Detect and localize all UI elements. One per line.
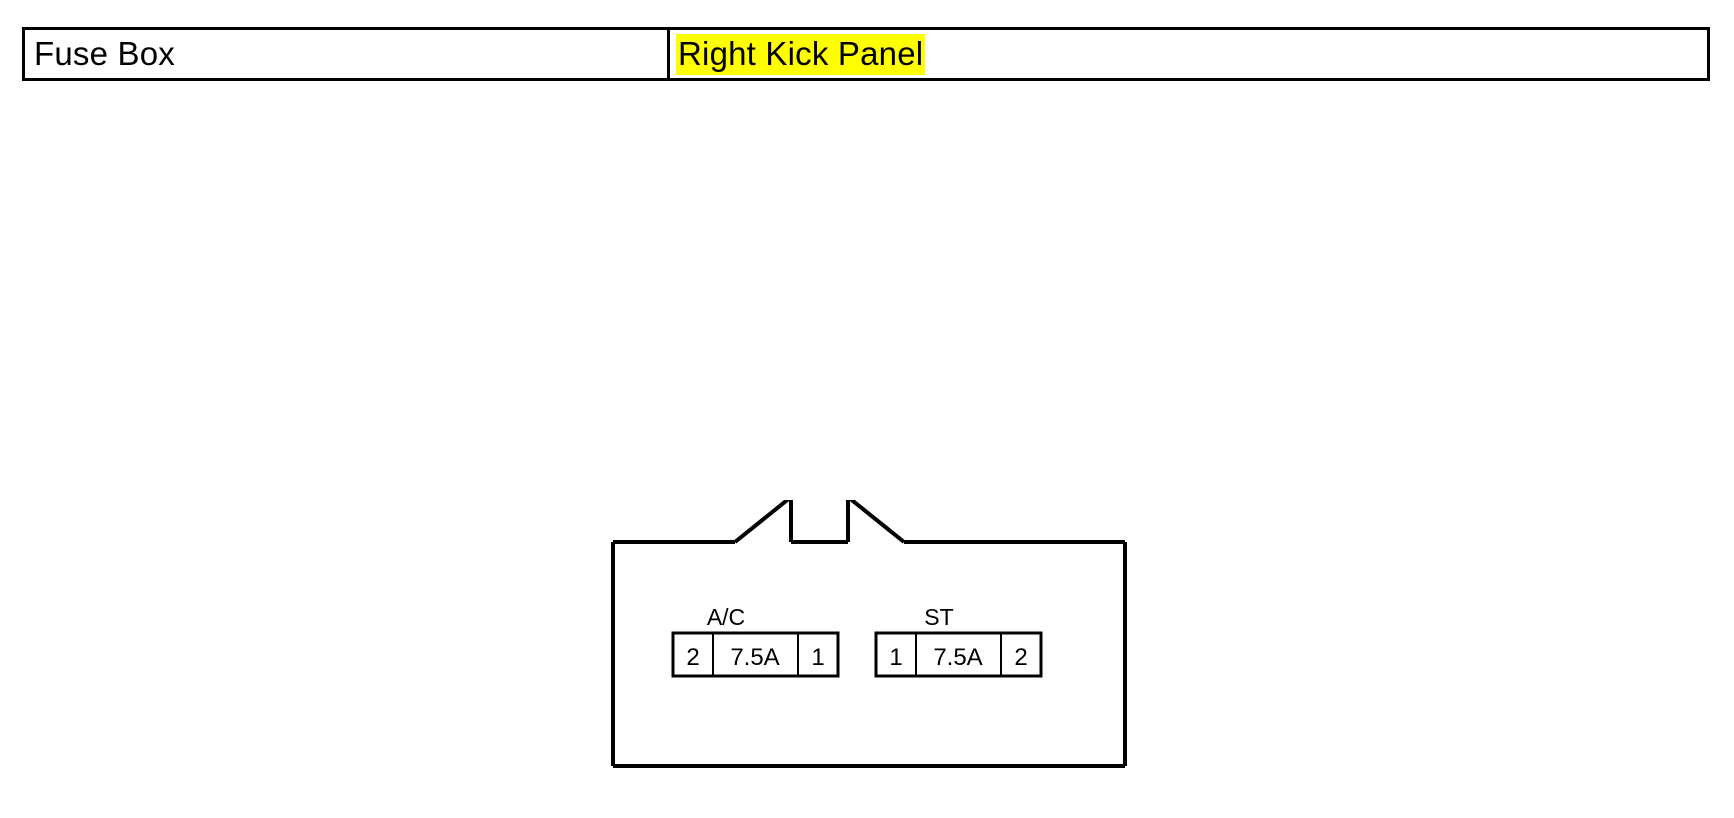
fuse-pin-left-ac: 2	[686, 644, 699, 671]
fuse-box-header-table: Fuse Box Right Kick Panel	[22, 27, 1710, 81]
header-label-location-highlighted: Right Kick Panel	[676, 33, 926, 75]
fuse-rating-ac: 7.5A	[730, 644, 779, 671]
fuse-body-st	[874, 631, 1043, 678]
fuse-body-ac	[671, 631, 840, 678]
fuse-pin-right-ac: 1	[811, 644, 824, 671]
fuse-pin-right-st: 2	[1014, 644, 1027, 671]
fuse-slot-ac: A/C 2 7.5A 1	[671, 604, 840, 678]
fuse-pin-left-st: 1	[889, 644, 902, 671]
fuse-slot-st: ST 1 7.5A 2	[874, 604, 1043, 678]
header-cell-fuse-box: Fuse Box	[25, 30, 670, 78]
fuse-name-ac: A/C	[707, 604, 745, 630]
header-cell-location: Right Kick Panel	[670, 30, 1707, 78]
header-label-fuse-box: Fuse Box	[34, 35, 175, 72]
fuse-name-st: ST	[924, 604, 953, 630]
fuse-box-connector-diagram: A/C 2 7.5A 1 ST 1 7.5A 2	[595, 500, 1155, 790]
fuse-rating-st: 7.5A	[933, 644, 982, 671]
